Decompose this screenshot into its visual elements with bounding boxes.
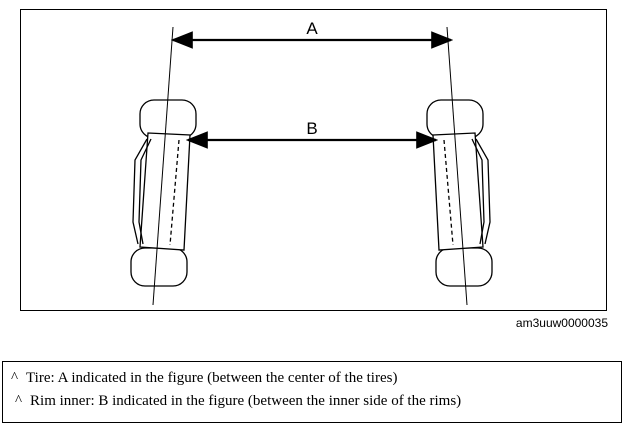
legend-box: ^Tire: A indicated in the figure (betwee… bbox=[2, 361, 622, 423]
caret-marker: ^ bbox=[11, 370, 19, 386]
figure-frame bbox=[20, 9, 607, 311]
figure-code: am3uuw0000035 bbox=[515, 316, 608, 330]
left-tire-bottom bbox=[130, 247, 188, 287]
left-tire-side bbox=[132, 138, 148, 245]
right-tire-side bbox=[475, 138, 491, 245]
caret-marker: ^ bbox=[15, 393, 23, 409]
dimension-a-label: A bbox=[306, 19, 318, 38]
left-tire-top bbox=[139, 99, 197, 139]
left-wheel bbox=[130, 99, 197, 287]
left-tire-center-line bbox=[152, 26, 174, 306]
right-rim bbox=[432, 132, 484, 251]
legend-text-tire: Tire: A indicated in the figure (between… bbox=[26, 370, 398, 386]
right-rim-inner-line bbox=[443, 139, 454, 246]
right-wheel bbox=[426, 99, 493, 287]
legend-text-rim-inner: Rim inner: B indicated in the figure (be… bbox=[30, 393, 462, 409]
left-rim-inner-line bbox=[169, 139, 180, 246]
legend-item-tire: ^ Tire: A indicated in the figure (betwee… bbox=[11, 370, 397, 387]
dimension-b-label: B bbox=[306, 119, 317, 138]
right-tire-center-line bbox=[446, 26, 468, 306]
legend-item-rim-inner: ^ Rim inner: B indicated in the figure (b… bbox=[15, 393, 461, 410]
left-rim bbox=[139, 132, 191, 251]
